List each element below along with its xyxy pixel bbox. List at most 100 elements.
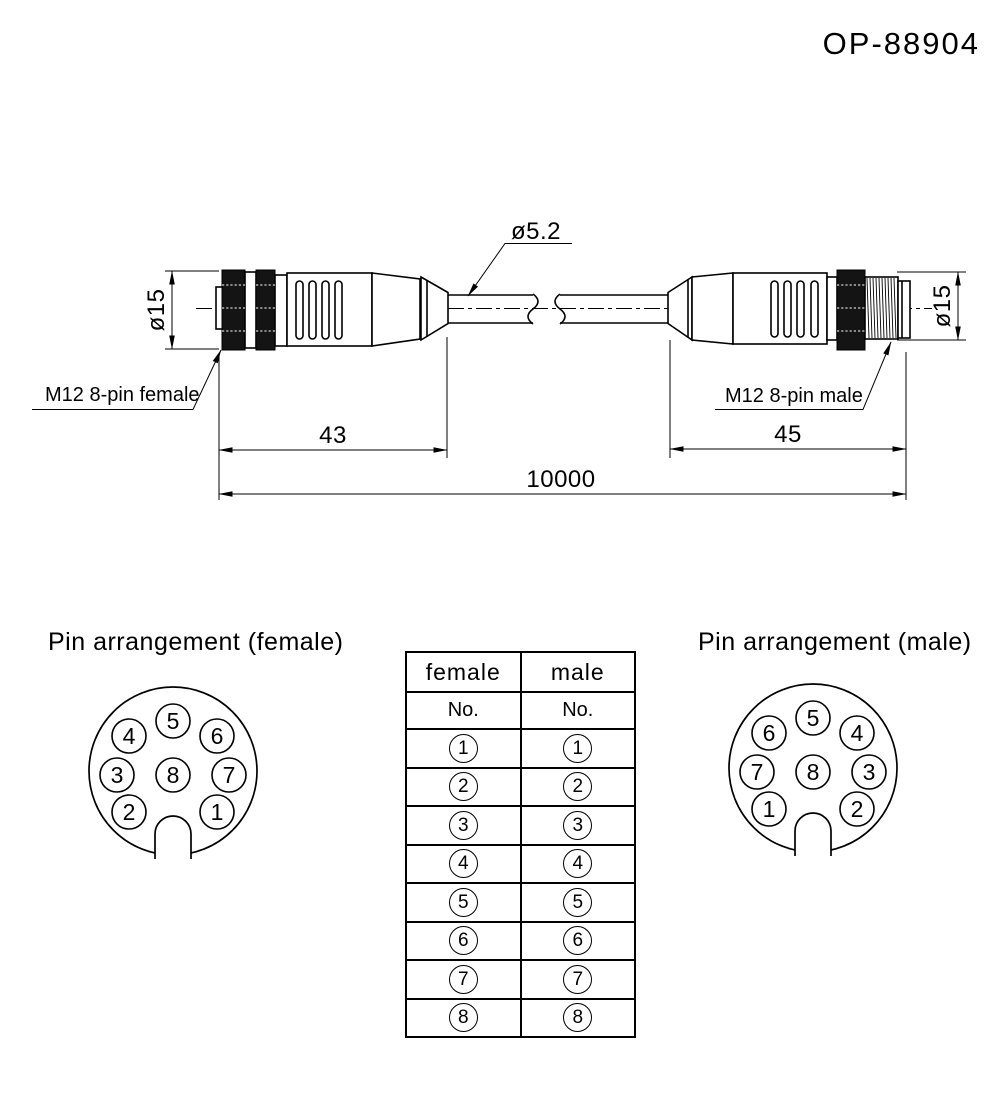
- pin-number: 5: [167, 708, 180, 734]
- female-keyway: [154, 815, 192, 859]
- pin-table-subheader-male: No.: [519, 691, 636, 730]
- pin-number: 7: [751, 759, 764, 785]
- dim-text-45: 45: [774, 421, 802, 448]
- male-neck: [691, 272, 734, 345]
- circled-pin-number: 2: [563, 772, 593, 802]
- female-knurl-texture: [222, 284, 275, 332]
- male-pins: 5 6 4 7 8 3 1 2: [739, 700, 887, 827]
- male-thread-lines: [866, 277, 897, 339]
- pin-circle: [839, 791, 875, 827]
- pin-circle: [751, 791, 787, 827]
- pin-circle: [739, 754, 775, 790]
- pin-number: 2: [851, 796, 864, 822]
- pin-arrangement-female-title: Pin arrangement (female): [48, 628, 344, 656]
- circled-pin-number: 8: [563, 1003, 593, 1033]
- pin-number: 6: [763, 720, 776, 746]
- female-pins: 5 4 6 3 8 7 2 1: [99, 703, 247, 830]
- pin-number: 3: [863, 759, 876, 785]
- circled-pin-number: 2: [448, 772, 478, 802]
- pin-circle: [795, 700, 831, 736]
- pin-number: 6: [211, 723, 224, 749]
- pin-circle: [99, 757, 135, 793]
- circled-pin-number: 5: [563, 887, 593, 917]
- circled-pin-number: 6: [563, 926, 593, 956]
- pin-number: 3: [111, 762, 124, 788]
- pin-diagram-male: 5 6 4 7 8 3 1 2: [728, 683, 898, 857]
- dim-text-dia-right: ø15: [929, 285, 956, 328]
- pin-table-header-row: female male: [405, 651, 636, 693]
- circled-pin-number: 5: [448, 887, 478, 917]
- female-connector: [215, 269, 449, 351]
- pin-circle: [839, 715, 875, 751]
- male-end-cap: [897, 280, 911, 339]
- male-body-slots: [770, 280, 819, 338]
- female-boot: [420, 275, 449, 342]
- female-step: [274, 274, 288, 347]
- pin-circle: [751, 715, 787, 751]
- cable: [448, 293, 668, 325]
- male-step: [826, 276, 838, 341]
- pin-circle: [199, 794, 235, 830]
- cable-dia-leader: [467, 243, 572, 297]
- cable-break-right: [554, 293, 566, 325]
- pin-table-subheader-row: No. No.: [405, 691, 636, 730]
- pin-circle: [155, 757, 191, 793]
- pin-number: 2: [123, 799, 136, 825]
- cable-assembly-drawing: ø15 ø15 43 45 10000 ø5.2 M12 8-pin femal…: [32, 218, 966, 500]
- pin-number: 5: [807, 705, 820, 731]
- pin-circle: [851, 754, 887, 790]
- male-connector-label: M12 8-pin male: [725, 385, 863, 407]
- pin-diagram-female: 5 4 6 3 8 7 2 1: [88, 686, 258, 860]
- female-connector-label: M12 8-pin female: [45, 384, 200, 406]
- pin-arrangement-male-title: Pin arrangement (male): [698, 628, 972, 656]
- male-knurl-band: [836, 269, 866, 351]
- dim-text-43: 43: [319, 422, 347, 449]
- cable-dia-text: ø5.2: [511, 218, 561, 245]
- circled-pin-number: 3: [563, 810, 593, 840]
- pin-number: 8: [807, 759, 820, 785]
- circled-pin-number: 1: [563, 733, 593, 763]
- cable-break-left: [527, 293, 539, 325]
- male-connector: [667, 269, 911, 351]
- circled-pin-number: 3: [448, 810, 478, 840]
- female-knurl-band-2: [255, 269, 276, 351]
- pin-number: 4: [851, 720, 864, 746]
- pin-circle: [795, 754, 831, 790]
- pin-circle: [111, 718, 147, 754]
- pin-number: 1: [211, 799, 224, 825]
- pin-circle: [111, 794, 147, 830]
- male-knurl-texture: [837, 284, 865, 332]
- circled-pin-number: 4: [563, 849, 593, 879]
- pin-table-header-male: male: [519, 651, 636, 693]
- female-label-leader: [32, 349, 222, 410]
- pin-number: 8: [167, 762, 180, 788]
- cable-outline: [448, 294, 668, 324]
- female-knurl-band-1: [221, 269, 246, 351]
- pin-number: 7: [223, 762, 236, 788]
- part-number: OP-88904: [822, 26, 980, 61]
- dim-text-10000: 10000: [526, 466, 595, 493]
- male-keyway: [794, 812, 832, 856]
- female-neck: [371, 272, 421, 347]
- female-body-slots: [295, 280, 343, 340]
- circled-pin-number: 6: [448, 926, 478, 956]
- male-label-leader: [715, 341, 892, 410]
- pin-number: 4: [123, 723, 136, 749]
- circled-pin-number: 8: [448, 1003, 478, 1033]
- pin-table-header-female: female: [405, 651, 522, 693]
- pin-circle: [199, 718, 235, 754]
- dim-text-dia-left: ø15: [143, 289, 170, 332]
- pin-circle: [211, 757, 247, 793]
- pin-table-subheader-female: No.: [405, 691, 522, 730]
- pin-number: 1: [763, 796, 776, 822]
